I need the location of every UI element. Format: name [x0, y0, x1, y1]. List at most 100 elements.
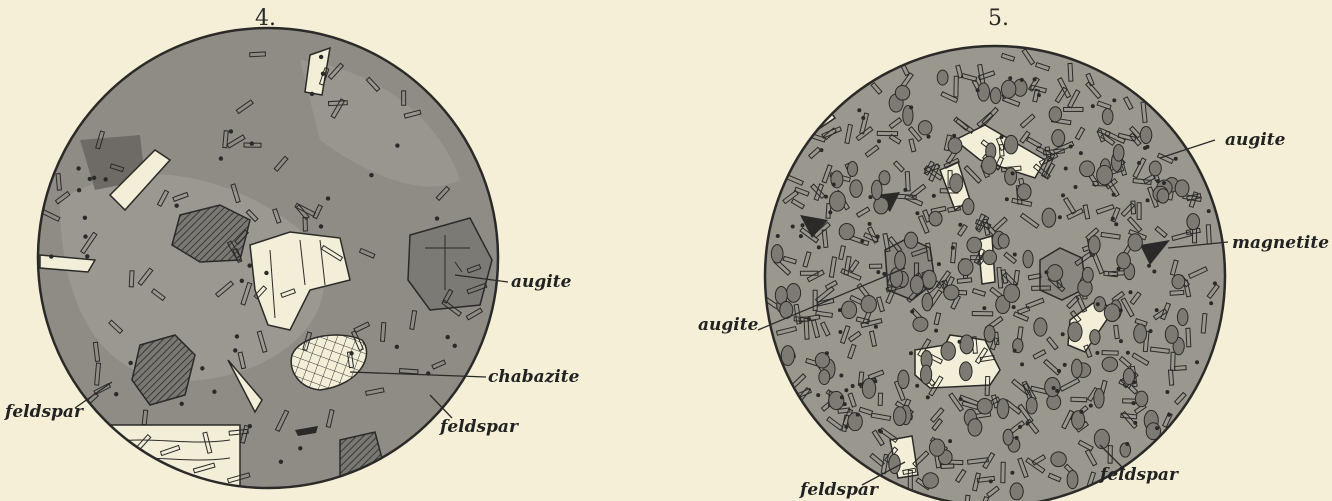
figure-4-number: 4. [255, 6, 276, 31]
augite-grain [1072, 359, 1083, 378]
magnetite-dot [1057, 369, 1061, 373]
magnetite-dot [878, 429, 882, 433]
magnetite-dot [321, 72, 325, 76]
magnetite-dot [1037, 93, 1041, 97]
magnetite-dot [1079, 410, 1083, 414]
magnetite-dot [959, 397, 963, 401]
augite-grain [977, 399, 992, 415]
magnetite-dot [1152, 270, 1156, 274]
augite-grain [1113, 144, 1124, 161]
magnetite-dot [948, 439, 952, 443]
augite-grain [948, 138, 962, 154]
augite-grain [978, 83, 990, 101]
magnetite-dot [1125, 442, 1129, 446]
magnetite-dot [776, 234, 780, 238]
magnetite-dot [1137, 161, 1141, 165]
augite-grain [1034, 318, 1047, 336]
magnetite-dot [77, 188, 81, 192]
magnetite-dot [1149, 329, 1153, 333]
magnetite-dot [1133, 421, 1137, 425]
magnetite-dot [989, 479, 993, 483]
augite-grain [829, 191, 845, 211]
magnetite-dot [248, 424, 252, 428]
augite-grain [997, 399, 1009, 419]
magnetite-dot [937, 262, 941, 266]
augite-grain [1080, 161, 1095, 177]
magnetite-dot [298, 446, 302, 450]
augite-grain [1094, 429, 1109, 448]
augite-grain [1023, 250, 1033, 267]
magnetite-dot [927, 135, 931, 139]
augite-grain [1177, 309, 1188, 326]
augite-grain [1094, 389, 1104, 409]
magnetite-dot [859, 383, 863, 387]
augite-grain [895, 251, 906, 270]
magnetite-dot [1132, 401, 1136, 405]
magnetite-dot [1052, 386, 1056, 390]
augite-grain [1140, 126, 1151, 143]
magnetite-dot [369, 173, 373, 177]
magnetite-dot [1044, 270, 1048, 274]
magnetite-dot [951, 246, 955, 250]
magnetite-dot [319, 224, 323, 228]
augite-grain [941, 342, 955, 360]
magnetite-dot [957, 340, 961, 344]
augite-grain [893, 407, 906, 426]
augite-grain [1088, 236, 1100, 254]
magnetite-dot [453, 344, 457, 348]
augite-grain [998, 234, 1009, 248]
augite-grain [1047, 265, 1062, 282]
augite-grain [1017, 184, 1031, 200]
augite-grain [1005, 168, 1017, 185]
magnetite-dot [868, 222, 872, 226]
magnetite-dot [840, 395, 844, 399]
magnetite-dot [103, 177, 107, 181]
magnetite-dot [92, 176, 96, 180]
magnetite-dot [1116, 267, 1120, 271]
augite-grain [847, 161, 857, 176]
magnetite-dot [909, 105, 913, 109]
label-augite: augite [698, 315, 758, 335]
magnetite-dot [816, 393, 820, 397]
augite-grain [968, 419, 982, 436]
augite-grain [1004, 284, 1020, 302]
magnetite-dot [1147, 264, 1151, 268]
magnetite-dot [838, 308, 842, 312]
magnetite-dot [1195, 360, 1199, 364]
augite-grain [910, 275, 923, 293]
magnetite-dot [1015, 436, 1019, 440]
augite-grain [960, 362, 973, 381]
augite-grain [890, 268, 902, 288]
magnetite-dot [828, 210, 832, 214]
magnetite-dot [915, 211, 919, 215]
augite-grain [990, 88, 1000, 104]
magnetite-dot [1156, 179, 1160, 183]
augite-grain [984, 325, 995, 342]
augite-grain [929, 439, 944, 456]
magnetite-dot [1011, 171, 1015, 175]
magnetite-dot [128, 361, 132, 365]
magnetite-dot [1018, 425, 1022, 429]
magnetite-dot [1012, 305, 1016, 309]
magnetite-dot [873, 379, 877, 383]
magnetite-dot [876, 270, 880, 274]
label-feldspar: feldspar [1100, 465, 1178, 485]
magnetite-dot [910, 310, 914, 314]
augite-grain [922, 293, 932, 310]
augite-grain [889, 454, 901, 473]
augite-grain [950, 174, 963, 193]
magnetite-dot [1167, 413, 1171, 417]
magnetite-dot [1008, 76, 1012, 80]
magnetite-dot [1119, 339, 1123, 343]
augite-grain [1001, 80, 1015, 98]
augite-grain [1097, 165, 1113, 184]
magnetite-dot [1073, 185, 1077, 189]
magnetite-dot [233, 348, 237, 352]
magnetite-dot [844, 425, 848, 429]
magnetite-dot [982, 306, 986, 310]
magnetite-dot [1000, 135, 1004, 139]
magnetite-dot [1005, 197, 1009, 201]
magnetite-dot [799, 234, 803, 238]
augite-grain [923, 473, 939, 488]
magnetite-dot [915, 384, 919, 388]
